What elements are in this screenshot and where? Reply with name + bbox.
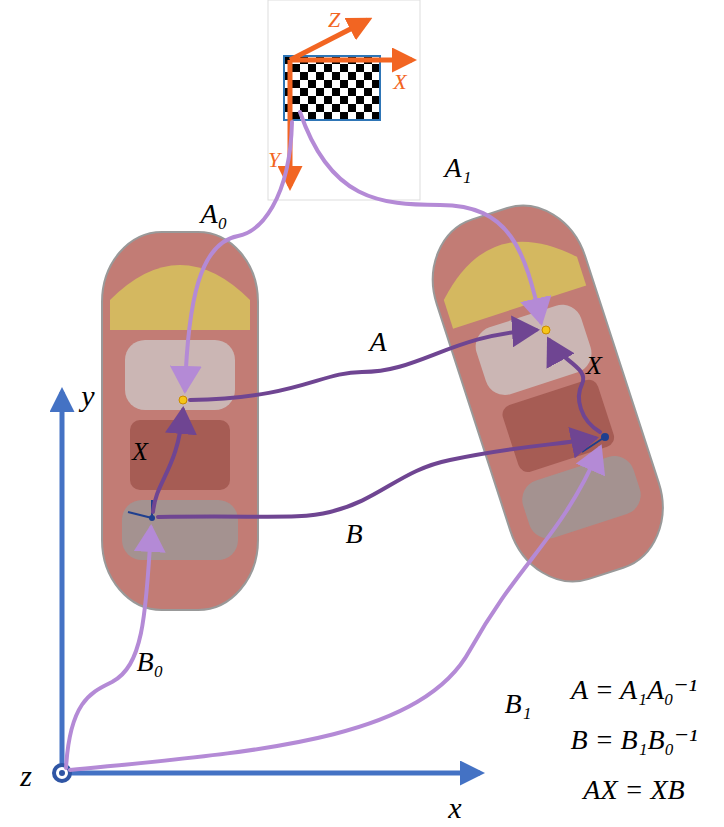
transform-b	[158, 438, 595, 517]
transform-label: B	[345, 520, 362, 548]
transform-b1	[70, 448, 600, 770]
checkerboard	[284, 56, 380, 120]
transform-a1	[300, 112, 541, 322]
equation: B = B₁B₀⁻¹	[571, 726, 698, 754]
world-x-axis	[62, 771, 480, 776]
transform-label: B₀	[137, 648, 164, 676]
world-y-axis	[60, 392, 65, 773]
transform-label: B₁	[505, 690, 532, 718]
axis-label: y	[81, 381, 94, 411]
transform-label: X	[586, 353, 602, 379]
axis-label: x	[448, 793, 461, 823]
axis-label: Z	[328, 9, 340, 31]
transform-x-car-one	[153, 410, 183, 512]
transform-a0	[185, 122, 292, 390]
target-panel	[268, 0, 420, 200]
transform-label: A	[369, 328, 386, 356]
equation: AX = XB	[583, 776, 684, 804]
car-one	[102, 232, 258, 610]
transform-label: X	[132, 439, 148, 465]
axis-label: X	[393, 71, 406, 93]
transform-a	[190, 330, 536, 400]
target-x-axis	[290, 58, 412, 63]
axis-label: Y	[268, 149, 280, 171]
equation: A = A₁A₀⁻¹	[571, 676, 697, 704]
transform-label: A₁	[445, 154, 472, 182]
axis-label: z	[20, 761, 32, 791]
transform-label: A₀	[201, 200, 228, 228]
camera-point	[542, 326, 550, 334]
